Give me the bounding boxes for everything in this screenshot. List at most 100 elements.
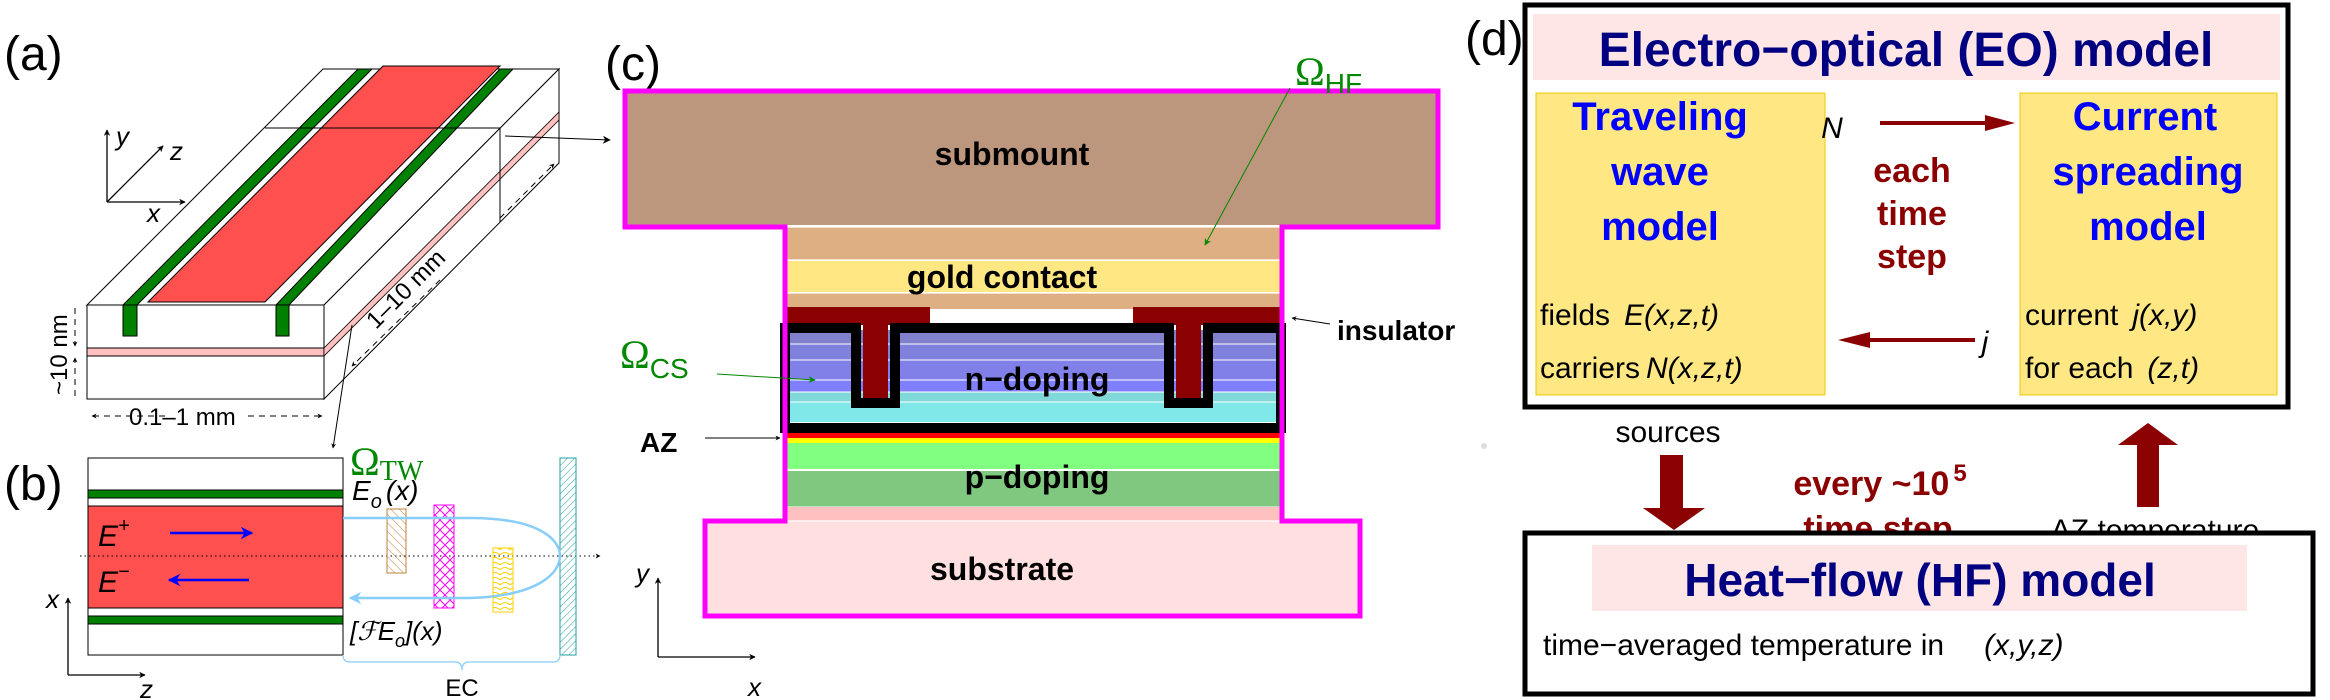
omega-hf-pointer (1204, 87, 1291, 246)
hf-text: time−averaged temperature in(x,y,z) (1543, 629, 2064, 662)
ec-element-magenta (433, 504, 455, 609)
arrow-n-label: N (1821, 112, 1843, 145)
ec-element-orange (386, 508, 407, 574)
arrow-to-panel-c (504, 135, 611, 144)
insulator-trench-left (863, 310, 888, 398)
label-n-doping: n−doping (965, 361, 1110, 397)
laser-ridge-top (146, 65, 502, 303)
stray-dot (1481, 443, 1487, 449)
layer-submount (627, 93, 1436, 225)
insulator-pointer (1291, 316, 1331, 325)
label-p-doping: p−doping (965, 459, 1110, 495)
axis-z-label: z (169, 136, 183, 166)
ec-brace (342, 654, 561, 671)
layer-az-cladding (787, 438, 1280, 443)
panel-c: (c) (605, 38, 1487, 700)
panel-c-axes (654, 577, 756, 661)
dim-width-label: 0.1–1 mm (129, 404, 236, 431)
step-line-2: time (1877, 195, 1947, 233)
axis-y-label: y (114, 121, 131, 151)
panel-c-label: (c) (605, 38, 661, 91)
sources-arrow-shaft (1660, 455, 1683, 510)
cs-model-box (2019, 92, 2278, 396)
eo-field-label: Eo(x) (352, 475, 418, 513)
panel-b-axis-z: z (139, 674, 153, 700)
layer-substrate (707, 521, 1359, 614)
step-line-3: step (1877, 238, 1947, 276)
arrow-j-head (1838, 332, 1870, 348)
panel-a: (a) y z x (4, 28, 611, 449)
hf-title-band (1592, 545, 2247, 611)
panel-b-axes (64, 597, 146, 679)
panel-c-axis-y: y (634, 558, 651, 588)
layer-buffer (787, 507, 1280, 521)
omega-cs-pointer (716, 373, 816, 384)
omega-hf-label: ΩHF (1295, 49, 1362, 99)
eo-title-band (1533, 14, 2280, 80)
hf-title: Heat−flow (HF) model (1684, 554, 2156, 606)
backward-field-label: E− (98, 561, 130, 599)
dim-height-label: ~10 nm (46, 314, 73, 395)
panel-b-axis-x: x (44, 584, 60, 614)
insulator-trench-right (1176, 310, 1201, 398)
label-insulator: insulator (1337, 315, 1455, 346)
layer-solder-top (787, 227, 1280, 260)
active-layer-front (86, 347, 325, 357)
tw-title-line-2: wave (1610, 150, 1709, 194)
label-substrate: substrate (930, 551, 1074, 587)
panel-c-axis-x: x (746, 672, 762, 700)
layer-gold-contact (787, 261, 1280, 292)
az-temp-arrow-shaft (2137, 444, 2159, 507)
omega-cs-label: ΩCS (620, 332, 689, 384)
layer-separators (787, 226, 1280, 522)
contact-strip-top (87, 489, 344, 499)
insulator-right (1133, 307, 1280, 325)
active-ridge (87, 505, 344, 609)
axis-x-label: x (145, 198, 161, 228)
dimension-lines (72, 163, 555, 419)
ec-label: EC (445, 675, 478, 700)
az-temp-arrow-head (2118, 423, 2178, 445)
label-submount: submount (935, 136, 1090, 172)
cross-section-cut (265, 127, 501, 222)
panel-b-label: (b) (4, 458, 63, 511)
feedback-field-label: [ℱEo](x) (349, 616, 443, 651)
cs-title-line-1: Current (2073, 95, 2217, 139)
insulator-left (787, 307, 930, 325)
forward-field-label: E+ (98, 515, 130, 553)
label-gold-contact: gold contact (907, 259, 1098, 295)
ec-beam-loop (343, 516, 562, 605)
label-az: AZ (640, 427, 677, 458)
ec-element-yellow (492, 547, 514, 613)
n-doping-region (790, 330, 1280, 422)
omega-tw-symbol: ΩTW (350, 439, 424, 487)
step-line-1: each (1873, 152, 1951, 190)
omega-hf-boundary (622, 88, 1441, 619)
contact-strip-bottom (87, 615, 344, 625)
tw-model-box (1535, 92, 1826, 396)
layer-solder-bottom (787, 293, 1280, 309)
cs-line-2: for each(z,t) (2025, 352, 2199, 385)
arrow-n-head (1985, 115, 2015, 131)
cs-title-line-2: spreading (2052, 150, 2243, 194)
contact-strip-left-front (122, 304, 138, 337)
arrow-to-panel-b (331, 324, 353, 449)
sources-arrow-head (1643, 508, 1705, 530)
contact-strip-right-front (275, 304, 290, 337)
layer-active-zone (787, 433, 1280, 438)
tw-title-line-3: model (1601, 205, 1719, 249)
tw-title-line-1: Traveling (1572, 95, 1748, 139)
sources-label: sources (1615, 416, 1720, 449)
panel-d-label: (d) (1465, 13, 1524, 66)
panel-d: (d) Electro−optical (EO) model Traveling… (1465, 2, 2316, 697)
eo-title: Electro−optical (EO) model (1599, 24, 2214, 77)
ec-mirror (559, 457, 577, 656)
panel-a-label: (a) (4, 28, 63, 81)
panel-a-axes (103, 129, 186, 206)
panel-b: (b) ΩTW E+ E− Eo(x) [ℱEo](x) EC x z (4, 439, 601, 700)
